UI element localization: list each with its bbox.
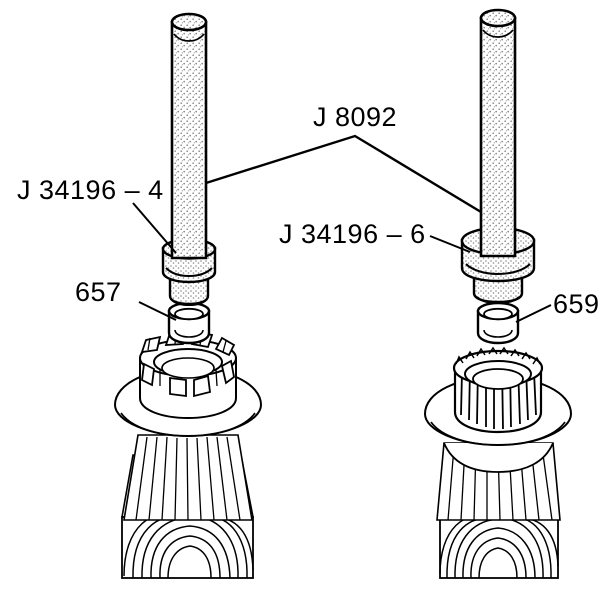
left-assembly	[113, 12, 263, 579]
rod-body-left	[170, 20, 208, 260]
hub-neck-right	[443, 442, 554, 473]
spacer-ring-657	[167, 301, 211, 345]
ring-659-inner-floor	[483, 329, 513, 338]
label-tool-right: J 34196 – 6	[279, 219, 426, 249]
gear-bore-right	[472, 368, 524, 390]
splined-gear-hub-right	[452, 346, 544, 434]
rod-top-shoulder-left	[173, 33, 205, 42]
leader-j8092-branch	[205, 134, 482, 214]
rod-top-cap-right	[479, 8, 517, 28]
leader-tool-left	[132, 202, 177, 254]
flange-edge-right	[430, 421, 566, 446]
label-tool-left: J 34196 – 4	[17, 175, 164, 205]
ring-657-bore	[174, 307, 204, 321]
retainer-bore-left	[161, 357, 215, 379]
spline-lines-left	[135, 436, 241, 521]
right-assembly	[423, 8, 573, 579]
wood-front-face-left	[121, 516, 254, 579]
adapter-step-line-left	[165, 267, 213, 278]
spacer-ring-659	[476, 301, 520, 345]
label-part-657: 657	[75, 277, 122, 307]
splined-shaft-right	[436, 442, 561, 521]
rod-top-cap-left	[170, 12, 208, 32]
splined-shaft-left	[123, 434, 253, 521]
castellated-retainer-left	[139, 330, 237, 420]
leader-j8092	[205, 134, 482, 214]
adapter-step-line-right	[465, 263, 531, 276]
label-part-659: 659	[553, 289, 600, 319]
ring-657-inner-floor	[174, 329, 204, 338]
adapter-bottom-edge-left	[171, 299, 207, 307]
driver-rod-right	[479, 8, 517, 258]
leader-part-659	[515, 304, 552, 323]
driver-rod-left	[170, 12, 208, 260]
leader-tool-right	[429, 235, 471, 253]
rod-body-right	[479, 16, 517, 258]
label-driver-handle: J 8092	[313, 102, 398, 132]
gear-teeth-right	[455, 346, 541, 365]
ring-659-bore	[483, 307, 513, 321]
flange-edge-left	[120, 412, 256, 437]
adapter-bottom-edge-right	[476, 296, 520, 305]
rod-top-shoulder-right	[482, 29, 514, 38]
leader-part-657	[138, 301, 177, 321]
